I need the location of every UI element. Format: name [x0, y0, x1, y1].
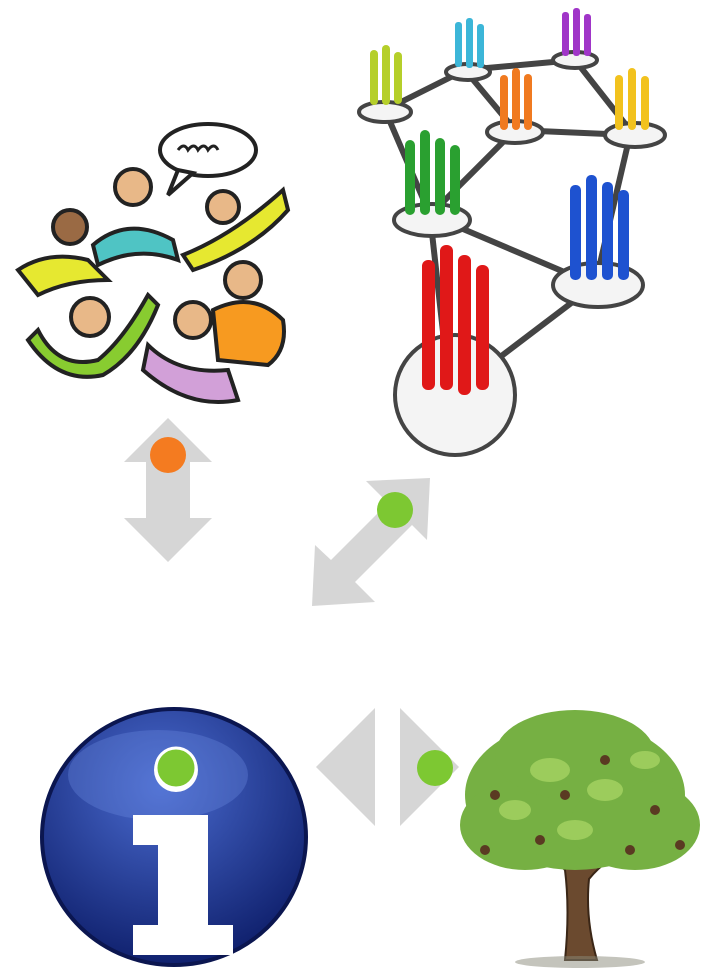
oak-tree-icon	[460, 710, 700, 968]
people-network-icon	[357, 8, 667, 457]
vertical-double-arrow	[124, 418, 212, 562]
social-network-illustration	[350, 0, 680, 460]
green-dot	[417, 750, 453, 786]
oak-tree-illustration	[455, 700, 708, 969]
diagonal-double-arrow	[312, 478, 430, 606]
people-discussion-illustration	[8, 95, 298, 420]
left-arrow-head	[316, 708, 375, 826]
green-dot	[377, 492, 413, 528]
orange-dot	[150, 437, 186, 473]
green-dot	[154, 746, 198, 790]
people-discussion-icon	[15, 122, 291, 404]
